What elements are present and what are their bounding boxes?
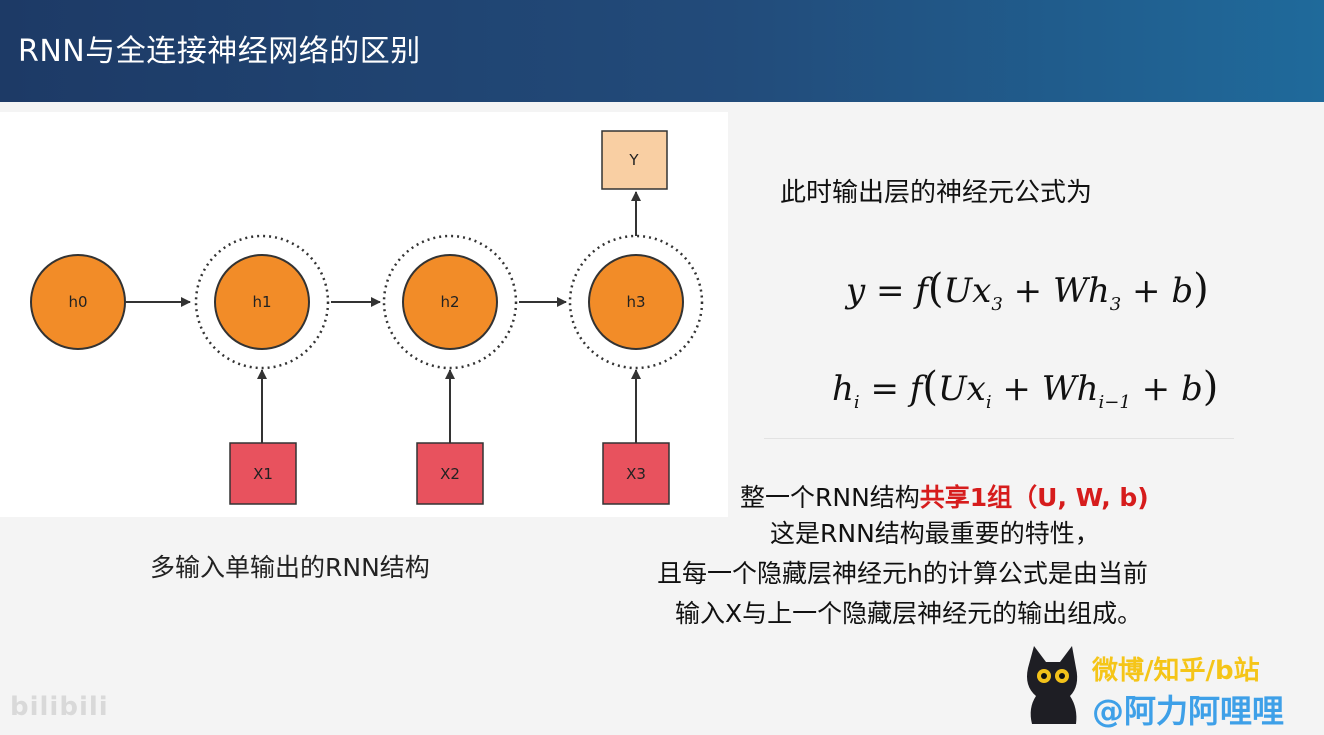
node-h0 [30, 254, 126, 350]
input-x3 [602, 442, 670, 505]
formula-heading: 此时输出层的神经元公式为 [780, 178, 1093, 208]
input-x2-label: X2 [440, 465, 460, 483]
node-h3-label: h3 [626, 293, 645, 311]
output-formula: y = f(Ux3 + Wh3 + b) [846, 266, 1209, 315]
social-watermark: 微博/知乎/b站 [1092, 656, 1260, 686]
title-bar: RNN与全连接神经网络的区别 [0, 0, 1324, 102]
node-h0-label: h0 [68, 293, 87, 311]
rnn-diagram: h0 h1 h2 h3 X1 X2 X3 Y [30, 130, 704, 505]
h3-halo [568, 234, 704, 370]
author-watermark: @阿力阿哩哩 [1092, 692, 1285, 730]
node-h2 [402, 254, 498, 350]
shared-params-highlight: 共享1组（U, W, b) [919, 483, 1149, 512]
description-line-3: 且每一个隐藏层神经元h的计算公式是由当前 [657, 559, 1148, 588]
input-x1-label: X1 [253, 465, 273, 483]
description-line-1: 整一个RNN结构共享1组（U, W, b) [740, 478, 1149, 514]
input-x3-label: X3 [626, 465, 646, 483]
hidden-formula: hi = f(Uxi + Whi−1 + b) [832, 364, 1219, 413]
formula-underline [764, 438, 1234, 439]
input-x2 [416, 442, 484, 505]
node-h3 [588, 254, 684, 350]
description-line-4: 输入X与上一个隐藏层神经元的输出组成。 [675, 599, 1143, 628]
node-h1 [214, 254, 310, 350]
bilibili-watermark: bilibili [10, 692, 109, 722]
h1-halo [194, 234, 330, 370]
h2-halo [382, 234, 518, 370]
output-y-label: Y [628, 151, 639, 169]
cat-mascot-icon [1027, 646, 1078, 724]
node-h2-label: h2 [440, 293, 459, 311]
description-line-1-prefix: 整一个RNN结构 [740, 483, 920, 512]
description-line-2: 这是RNN结构最重要的特性， [770, 519, 1100, 548]
node-h1-label: h1 [252, 293, 271, 311]
output-y [601, 130, 668, 190]
input-x1 [229, 442, 297, 505]
diagram-caption: 多输入单输出的RNN结构 [150, 553, 430, 582]
slide-title: RNN与全连接神经网络的区别 [18, 34, 421, 69]
